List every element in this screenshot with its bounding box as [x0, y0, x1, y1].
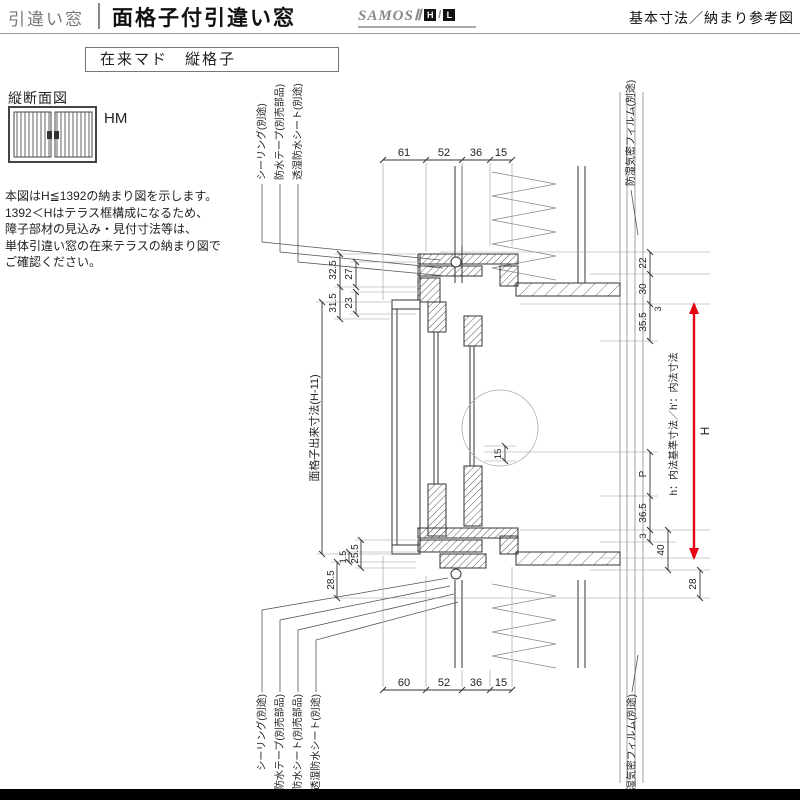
- brand-badge-h: H: [424, 9, 437, 21]
- dim-r-28: 28: [688, 578, 699, 590]
- dim-meeting-rail: 15: [484, 442, 516, 465]
- upper-wall: [454, 166, 586, 283]
- dim-bottom-15: 15: [495, 677, 507, 689]
- note-line: 本図はH≦1392の納まり図を示します。: [5, 189, 218, 203]
- dim-bottom: 60 52 36 15: [379, 556, 516, 694]
- dim-top-36: 36: [470, 147, 482, 159]
- callout-vapor-film-top: 防湿気密フィルム(別途): [624, 80, 637, 186]
- callout-breathable-sheet-top: 透湿防水シート(別途): [291, 83, 304, 180]
- dim-23: 23: [344, 297, 355, 309]
- lattice-dim-label: 面格子出来寸法(H-11): [307, 374, 321, 481]
- dim-head-left: 32.5 27 31.5 23: [328, 250, 416, 323]
- note-line: 1392＜Hはテラス框構成になるため、: [5, 205, 209, 220]
- dim-r-P: P: [638, 470, 649, 477]
- lower-wall: [454, 580, 586, 669]
- page-header: 引違い窓 面格子付引違い窓 SAMOSⅡ H / L 基本寸法／納まり参考図: [0, 0, 800, 34]
- note-line: ご確認ください。: [5, 255, 102, 269]
- callout-waterproof-tape-top: 防水テープ(別売部品): [273, 84, 286, 180]
- dim-bottom-52: 52: [438, 677, 450, 689]
- variant-label-box: 在来マド 縦格子: [85, 47, 339, 72]
- note-paragraph: 本図はH≦1392の納まり図を示します。 1392＜Hはテラス框構成になるため、…: [5, 188, 233, 271]
- window-elevation-icon: [8, 106, 98, 169]
- sill-seal: [450, 568, 462, 580]
- sashes: [427, 301, 483, 537]
- document-type-label: 基本寸法／納まり参考図: [629, 10, 794, 26]
- brand-logo: SAMOSⅡ H / L: [358, 4, 476, 28]
- dim-top-61: 61: [398, 147, 410, 159]
- dim-255: 25.5: [350, 544, 361, 564]
- dim-r-365: 36.5: [638, 503, 649, 523]
- head-frame: [417, 251, 710, 554]
- handle-left: [47, 131, 52, 139]
- dim-mid-15: 15: [493, 449, 504, 460]
- dim-r-22: 22: [638, 257, 649, 269]
- dim-top: 61 52 36 15: [379, 147, 516, 300]
- brand-name: SAMOSⅡ: [358, 7, 423, 24]
- dim-r-3a: 3: [653, 306, 663, 311]
- dim-lattice: 面格子出来寸法(H-11): [307, 298, 392, 558]
- callout-waterproof-tape-bottom: 防水テープ(別売部品): [273, 694, 286, 790]
- head-seal: [450, 256, 462, 268]
- dim-315: 31.5: [328, 293, 339, 313]
- dim-325: 32.5: [328, 260, 339, 280]
- dim-r-30: 30: [638, 283, 649, 295]
- bottom-callout-leaders: [261, 577, 639, 693]
- dim-top-52: 52: [438, 147, 450, 159]
- dim-bottom-36: 36: [470, 677, 482, 689]
- callout-pre-waterproof-sheet-bottom: 先張防水シート(別売部品): [291, 694, 304, 800]
- height-arrow: H: [689, 302, 712, 560]
- height-label: H: [698, 427, 712, 436]
- inner-dim-note: h：内法基準寸法／h'：内法寸法: [667, 352, 680, 495]
- page-title: 面格子付引違い窓: [112, 7, 296, 30]
- dim-15mm: 1.5: [338, 551, 348, 564]
- callout-sealing-top: シーリング(別途): [255, 103, 268, 180]
- handle-right: [54, 131, 59, 139]
- window-category: 引違い窓: [8, 10, 84, 29]
- dim-sill-left: 25.5 1.5 28.5: [326, 536, 455, 602]
- dim-top-15: 15: [495, 147, 507, 159]
- insulation-bottom: [491, 583, 557, 669]
- dim-r-40: 40: [656, 544, 667, 556]
- arrow-down: [689, 548, 699, 560]
- header-divider: [98, 3, 100, 29]
- dim-right: 22 30 3 35.5 P 36.5 3 40 28 h：内法基準寸法／h'：…: [455, 248, 710, 602]
- section-view-title: 縦断面図: [8, 90, 68, 106]
- brand-badge-l: L: [443, 9, 456, 21]
- dim-bottom-60: 60: [398, 677, 410, 689]
- note-line: 単体引違い窓の在来テラスの納まり図で: [5, 238, 221, 253]
- footer-bar: [0, 789, 800, 800]
- callout-sealing-bottom: シーリング(別途): [255, 694, 268, 771]
- top-callouts: シーリング(別途) 防水テープ(別売部品) 透湿防水シート(別途) 防湿気密フィ…: [255, 80, 637, 186]
- arrow-up: [689, 302, 699, 314]
- dim-285: 28.5: [326, 570, 337, 590]
- window-type-code: HM: [104, 110, 128, 127]
- insulation-top: [491, 171, 557, 281]
- brand-badge-slash: /: [438, 9, 442, 21]
- sill-frame: [417, 527, 621, 580]
- dim-r-355: 35.5: [638, 312, 649, 332]
- face-lattice: [391, 299, 421, 555]
- dim-27: 27: [344, 268, 355, 280]
- callout-breathable-sheet-bottom: 透湿防水シート(別途): [309, 694, 322, 791]
- handle-circle: [461, 389, 539, 467]
- note-line: 障子部材の見込み・見付寸法等は、: [5, 222, 198, 236]
- dim-r-3b: 3: [638, 533, 648, 538]
- bottom-callouts: シーリング(別途) 防水テープ(別売部品) 先張防水シート(別売部品) 透湿防水…: [255, 694, 638, 800]
- interior-finish-lines: [619, 92, 644, 783]
- callout-vapor-film-bottom: 防湿気密フィルム(別途): [625, 694, 638, 800]
